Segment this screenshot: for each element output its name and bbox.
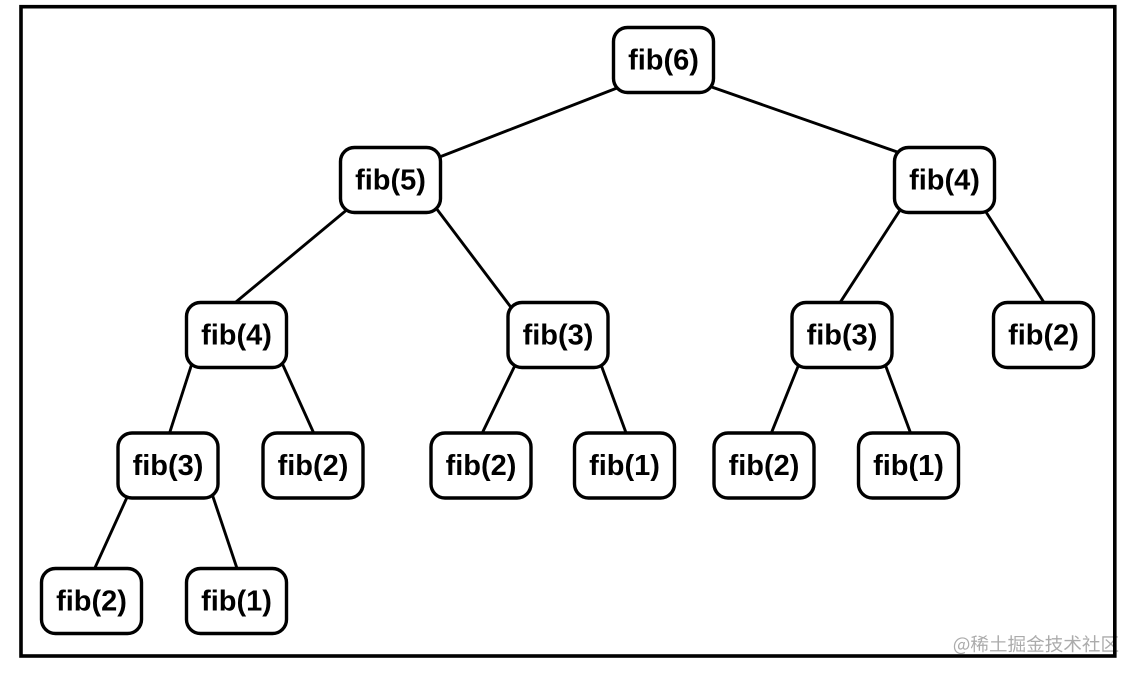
svg-text:fib(2): fib(2) (446, 450, 517, 482)
svg-text:fib(4): fib(4) (909, 165, 980, 197)
svg-text:fib(3): fib(3) (523, 320, 594, 352)
svg-text:fib(2): fib(2) (1008, 320, 1079, 352)
svg-text:fib(2): fib(2) (729, 450, 800, 482)
svg-text:fib(3): fib(3) (807, 320, 878, 352)
svg-text:fib(4): fib(4) (201, 320, 272, 352)
svg-text:fib(2): fib(2) (278, 450, 349, 482)
svg-text:fib(1): fib(1) (589, 450, 660, 482)
svg-text:fib(1): fib(1) (201, 586, 272, 618)
svg-text:fib(1): fib(1) (873, 450, 944, 482)
svg-text:fib(2): fib(2) (56, 586, 127, 618)
svg-text:fib(6): fib(6) (628, 45, 699, 77)
svg-text:fib(5): fib(5) (355, 165, 426, 197)
svg-text:fib(3): fib(3) (133, 450, 204, 482)
